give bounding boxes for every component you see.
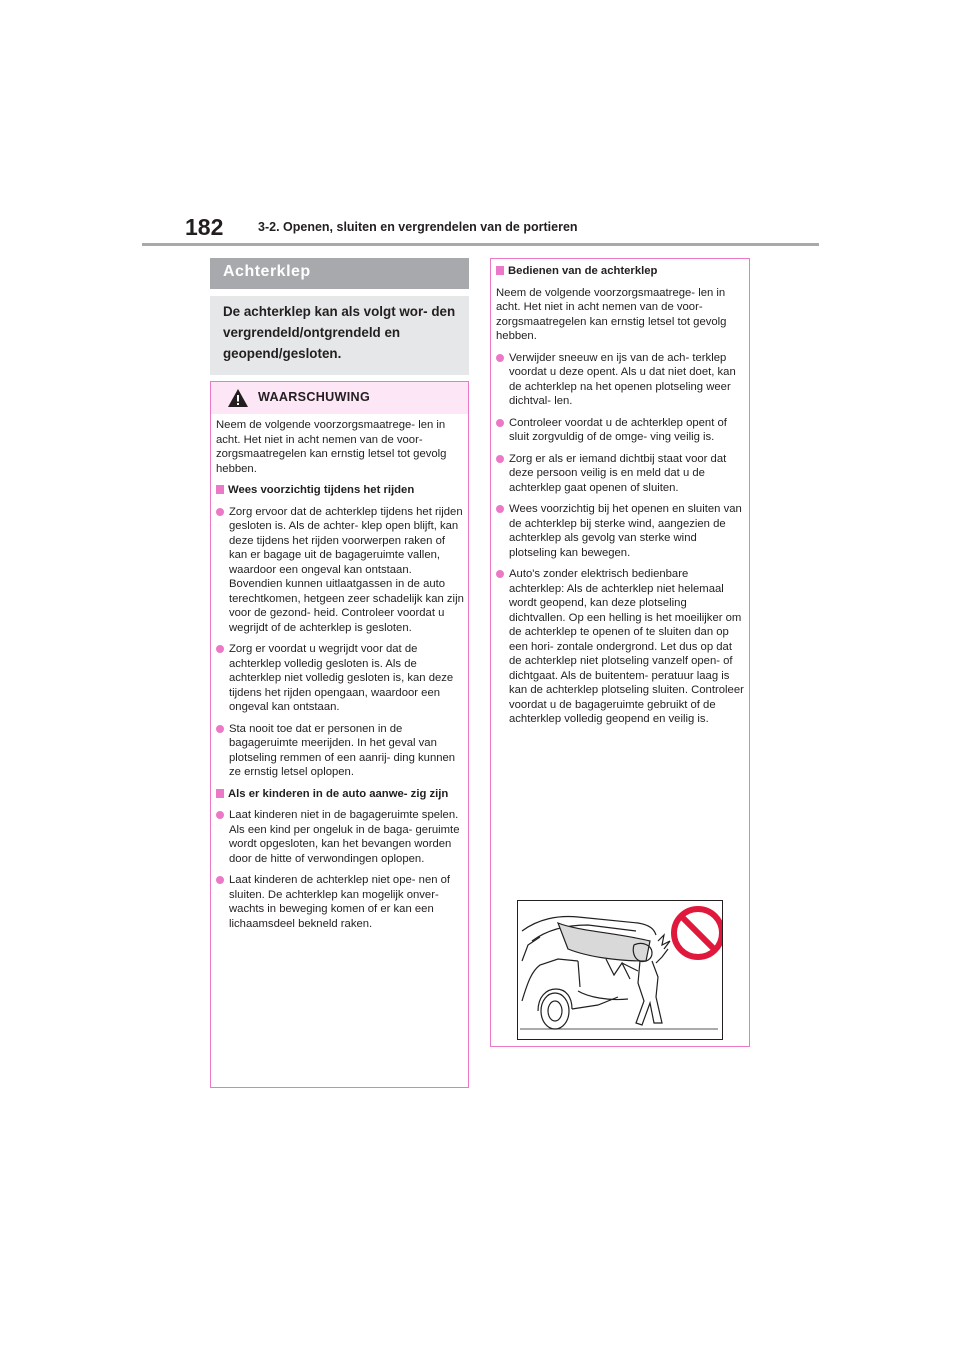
warning-content: Bedienen van de achterklep Neem de volge… xyxy=(496,264,744,734)
tailgate-illustration xyxy=(517,900,725,1040)
bullet-icon xyxy=(496,353,504,362)
warning-box: WAARSCHUWING Neem de volgende voorzorgsm… xyxy=(210,381,469,1088)
intro-box: De achterklep kan als volgt wor- den ver… xyxy=(210,296,469,375)
subheading-text: Wees voorzichtig tijdens het rijden xyxy=(228,484,415,496)
list-item-text: Zorg er voordat u wegrijdt voor dat de a… xyxy=(229,643,454,713)
bullet-icon xyxy=(216,876,224,884)
page-number: 182 xyxy=(185,214,224,240)
bullet-icon xyxy=(496,505,504,513)
list-item: Laat kinderen niet in de bagageruimte sp… xyxy=(216,808,464,866)
warning-intro: Neem de volgende voorzorgsmaatrege- len … xyxy=(496,286,727,343)
subheading-text: Bedienen van de achterklep xyxy=(508,265,658,277)
list-item: Zorg ervoor dat de achterklep tijdens he… xyxy=(216,505,464,636)
list-item: Zorg er voordat u wegrijdt voor dat de a… xyxy=(216,642,464,715)
header-divider xyxy=(142,243,819,246)
prohibition-icon xyxy=(671,906,725,960)
bullet-icon xyxy=(496,454,504,463)
list-item-text: Verwijder sneeuw en ijs van de ach- terk… xyxy=(509,351,736,408)
car-tailgate-person-drawing xyxy=(520,906,725,1030)
list-item-text: Zorg er als er iemand dichtbij staat voo… xyxy=(509,452,727,494)
list-item-text: Laat kinderen niet in de bagageruimte sp… xyxy=(229,809,460,865)
warning-content: Neem de volgende voorzorgsmaatrege- len … xyxy=(216,418,464,938)
list-item-text: Controleer voordat u de achterklep opent… xyxy=(509,416,727,444)
list-item: Wees voorzichtig bij het openen en sluit… xyxy=(496,502,744,560)
subheading: Wees voorzichtig tijdens het rijden xyxy=(216,483,464,498)
section-heading: Achterklep xyxy=(223,263,311,280)
warning-triangle-icon xyxy=(228,389,248,407)
list-item: Zorg er als er iemand dichtbij staat voo… xyxy=(496,452,744,496)
list-item: Verwijder sneeuw en ijs van de ach- terk… xyxy=(496,351,744,409)
square-bullet-icon xyxy=(216,485,224,494)
warning-label: WAARSCHUWING xyxy=(258,390,371,404)
bullet-icon xyxy=(216,724,224,733)
bullet-icon xyxy=(496,418,504,427)
list-item: Sta nooit toe dat er personen in de baga… xyxy=(216,722,464,780)
section-title-bar: Achterklep xyxy=(210,258,469,289)
square-bullet-icon xyxy=(216,788,224,798)
warning-header: WAARSCHUWING xyxy=(211,382,468,414)
section-title: 3-2. Openen, sluiten en vergrendelen van… xyxy=(258,220,578,234)
bullet-icon xyxy=(216,507,224,516)
subheading: Bedienen van de achterklep xyxy=(496,264,744,279)
list-item-text: Wees voorzichtig bij het openen en sluit… xyxy=(509,503,742,559)
list-item: Controleer voordat u de achterklep opent… xyxy=(496,416,744,445)
bullet-icon xyxy=(496,570,504,578)
list-item-text: Auto's zonder elektrisch bedienbare acht… xyxy=(509,568,744,725)
warning-intro: Neem de volgende voorzorgsmaatrege- len … xyxy=(216,419,447,475)
list-item: Auto's zonder elektrisch bedienbare acht… xyxy=(496,567,744,727)
subheading: Als er kinderen in de auto aanwe- zig zi… xyxy=(216,787,464,802)
list-item-text: Sta nooit toe dat er personen in de baga… xyxy=(229,722,456,779)
list-item-text: Zorg ervoor dat de achterklep tijdens he… xyxy=(229,505,464,634)
subheading-text: Als er kinderen in de auto aanwe- zig zi… xyxy=(228,787,449,800)
bullet-icon xyxy=(216,811,224,819)
list-item: Laat kinderen de achterklep niet ope- ne… xyxy=(216,873,464,931)
list-item-text: Laat kinderen de achterklep niet ope- ne… xyxy=(229,874,451,930)
square-bullet-icon xyxy=(496,266,504,275)
intro-text: De achterklep kan als volgt wor- den ver… xyxy=(223,304,456,361)
bullet-icon xyxy=(216,645,224,653)
